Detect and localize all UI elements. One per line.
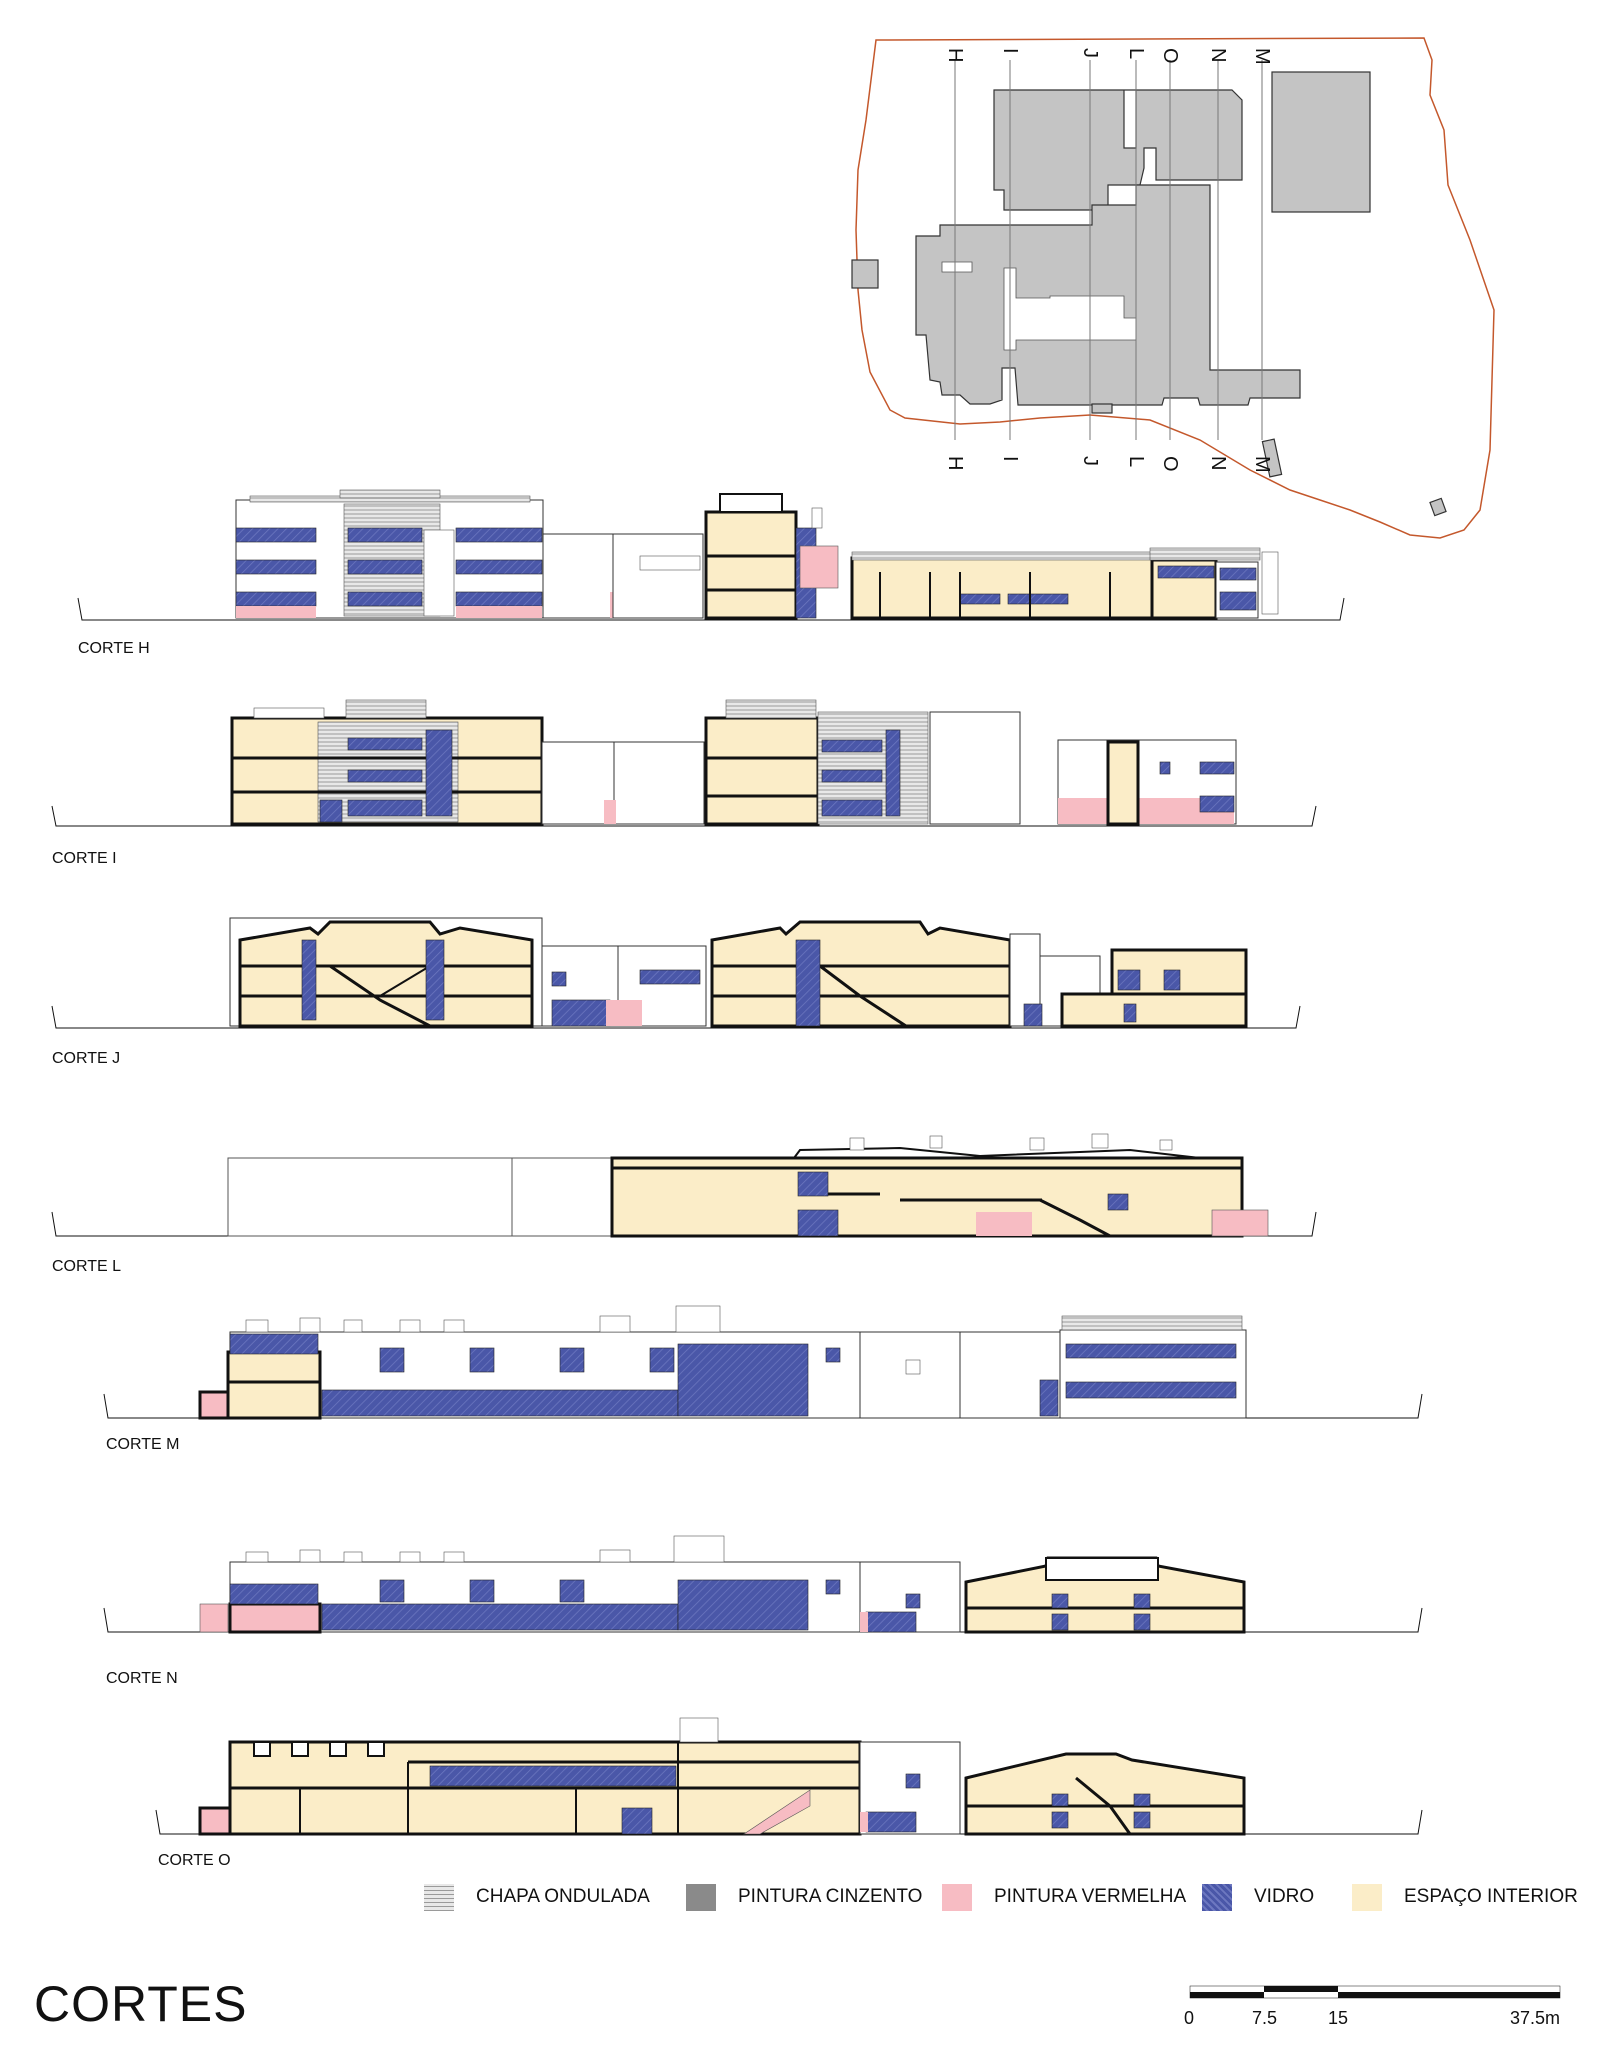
legend-item-cinzento: PINTURA CINZENTO	[686, 1882, 922, 1912]
legend-swatch-interior	[1352, 1883, 1382, 1911]
scale-label-37-5: 37.5m	[1510, 2008, 1561, 2028]
legend-swatch-vermelha	[942, 1883, 972, 1911]
plan-annex-corner	[1429, 497, 1447, 517]
site-boundary	[855, 37, 1495, 539]
legend-label-interior: ESPAÇO INTERIOR	[1404, 1886, 1578, 1907]
section-label-h: CORTE H	[78, 640, 150, 657]
plan-annex-west	[851, 259, 879, 289]
plan-marker-bottom-n: N	[1207, 456, 1229, 470]
plan-marker-top-h: H	[944, 48, 966, 62]
plan-marker-top-m: M	[1251, 48, 1273, 65]
page-title: CORTES	[34, 1976, 248, 2032]
plan-courtyards	[941, 261, 1137, 351]
section-label-l: CORTE L	[52, 1258, 122, 1275]
section-m	[103, 1305, 1423, 1420]
plan-building-main	[915, 184, 1301, 406]
plan-marker-top-i: I	[999, 48, 1021, 54]
scale-label-15: 15	[1328, 2008, 1349, 2028]
plan-marker-bottom-i: I	[999, 456, 1021, 462]
section-n	[103, 1535, 1423, 1634]
plan-annex-sw	[1261, 438, 1283, 478]
plan-marker-bottom-m: M	[1251, 456, 1273, 473]
section-label-i: CORTE I	[52, 850, 117, 867]
plan-marker-bottom-j: J	[1079, 456, 1101, 466]
scale-label-7-5: 7.5	[1252, 2008, 1278, 2028]
plan-marker-bottom-h: H	[944, 456, 966, 470]
plan-building-east	[1271, 71, 1371, 213]
section-o	[155, 1717, 1423, 1836]
section-i	[51, 699, 1317, 827]
legend-item-interior: ESPAÇO INTERIOR	[1352, 1882, 1578, 1912]
legend-swatch-chapa	[424, 1883, 454, 1911]
legend-label-cinzento: PINTURA CINZENTO	[738, 1886, 923, 1907]
site-plan: H I J L O N M H I J L O N M	[851, 37, 1495, 539]
legend-swatch-cinzento	[686, 1883, 716, 1911]
legend-swatch-vidro	[1202, 1883, 1232, 1911]
legend-item-vidro: VIDRO	[1202, 1882, 1314, 1912]
scale-label-0: 0	[1184, 2008, 1195, 2028]
section-j	[51, 917, 1301, 1029]
plan-annex-small	[1091, 403, 1113, 414]
plan-marker-bottom-o: O	[1159, 456, 1181, 472]
legend-label-vidro: VIDRO	[1254, 1886, 1315, 1907]
plan-cut-lines	[954, 60, 1263, 440]
plan-buildings	[851, 71, 1447, 517]
plan-marker-top-l: L	[1125, 48, 1147, 59]
legend-item-chapa: CHAPA ONDULADA	[424, 1882, 650, 1912]
legend-item-vermelha: PINTURA VERMELHA	[942, 1882, 1186, 1912]
scale-bar	[1189, 1985, 1561, 1999]
plan-marker-top-n: N	[1207, 48, 1229, 62]
legend-label-vermelha: PINTURA VERMELHA	[994, 1886, 1187, 1907]
section-l	[51, 1133, 1317, 1238]
plan-marker-top-j: J	[1079, 48, 1101, 58]
section-h	[77, 489, 1345, 621]
section-label-j: CORTE J	[52, 1050, 121, 1067]
plan-marker-top-o: O	[1159, 48, 1181, 64]
section-label-m: CORTE M	[106, 1436, 180, 1453]
plan-marker-bottom-l: L	[1125, 456, 1147, 467]
section-label-n: CORTE N	[106, 1670, 178, 1687]
legend-label-chapa: CHAPA ONDULADA	[476, 1886, 650, 1907]
section-label-o: CORTE O	[158, 1852, 231, 1869]
